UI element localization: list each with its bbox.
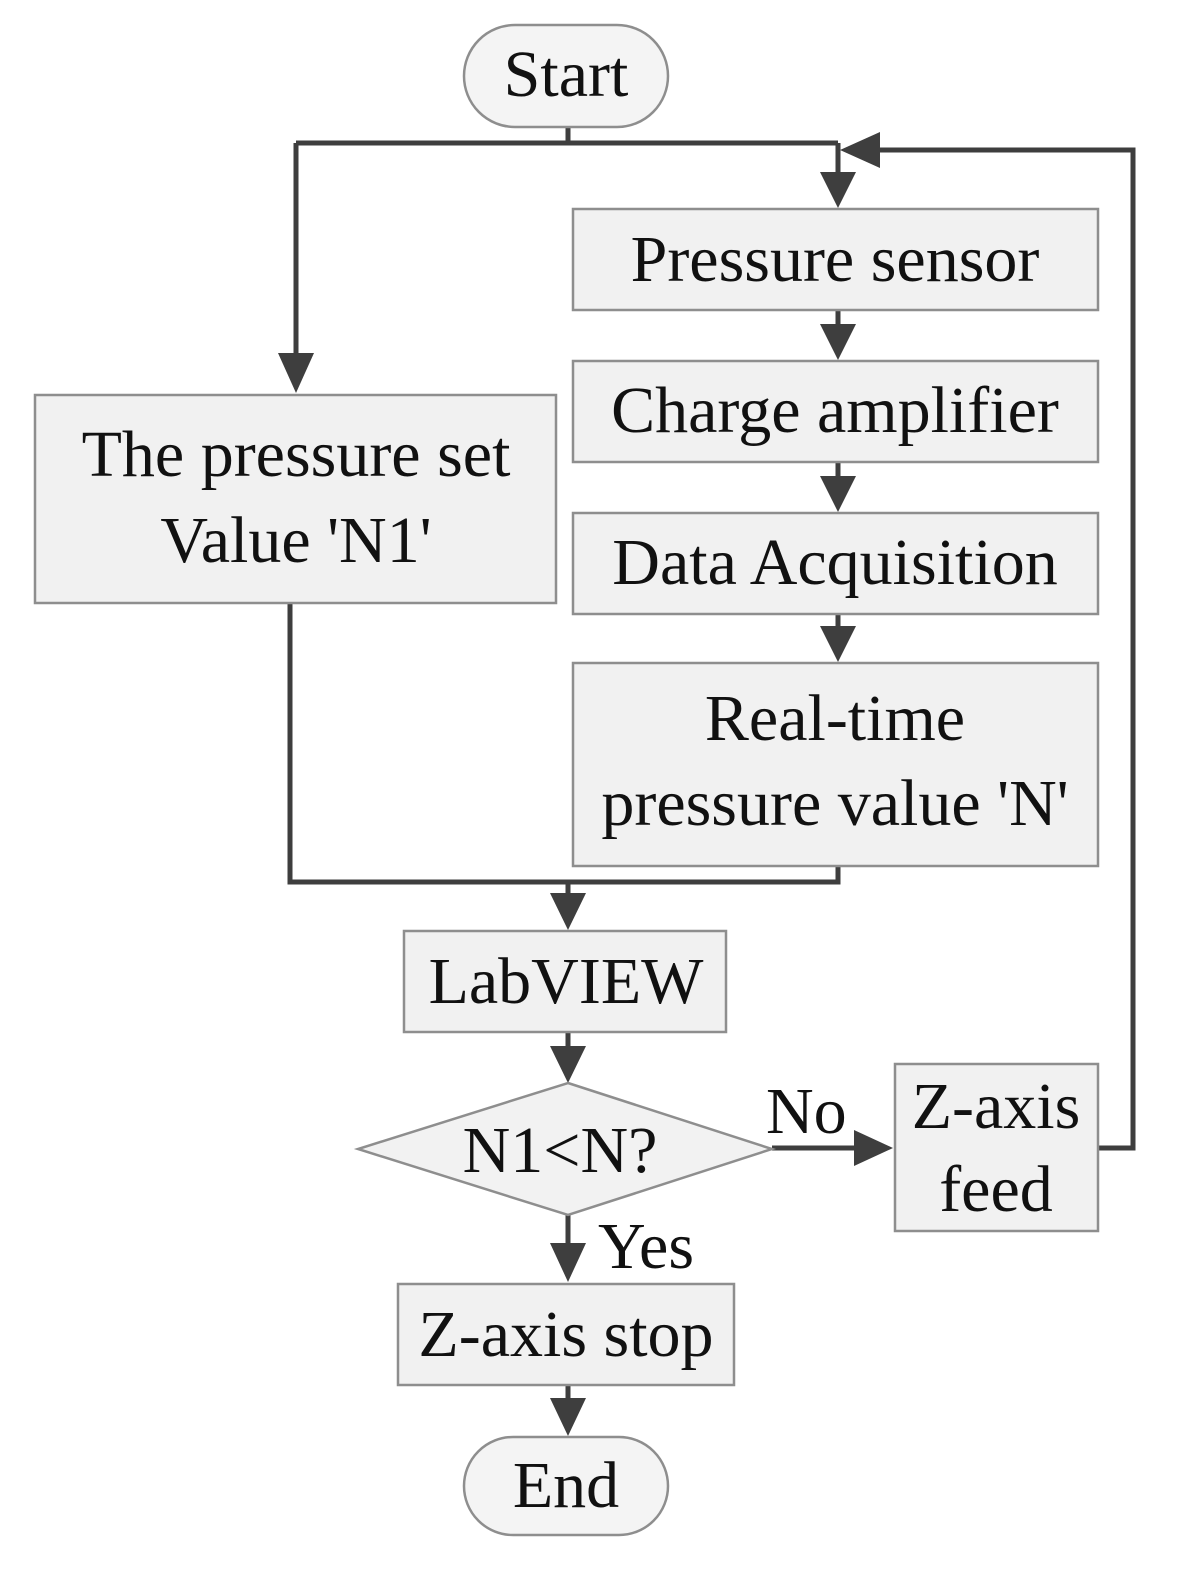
arrowhead-pressure-sensor	[820, 172, 856, 208]
realtime-pressure-box	[571, 661, 1100, 868]
no-label: No	[766, 1075, 847, 1148]
z-axis-feed-label-line2: feed	[939, 1153, 1053, 1226]
connector-feedback-loop	[872, 147, 1136, 1151]
end-label: End	[513, 1449, 619, 1522]
pressure-sensor-label: Pressure sensor	[631, 223, 1040, 296]
set-value-label-line1: The pressure set	[82, 418, 511, 491]
arrowhead-realtime	[820, 626, 856, 662]
realtime-label-line2: pressure value 'N'	[601, 767, 1068, 840]
charge-amplifier-label: Charge amplifier	[611, 374, 1059, 447]
z-axis-stop-box	[396, 1282, 736, 1387]
arrowhead-set-value	[278, 353, 314, 393]
arrowhead-end	[550, 1398, 586, 1436]
labview-label: LabVIEW	[429, 945, 705, 1018]
arrowhead-labview	[550, 893, 586, 930]
z-axis-feed-label-line1: Z-axis	[912, 1070, 1081, 1143]
arrowhead-decision	[550, 1046, 586, 1083]
data-acquisition-label: Data Acquisition	[612, 526, 1057, 599]
pressure-sensor-box	[571, 207, 1100, 312]
labview-box	[402, 929, 728, 1034]
arrowhead-data-acquisition	[820, 476, 856, 512]
z-axis-stop-label: Z-axis stop	[418, 1298, 713, 1371]
arrowhead-z-axis-stop	[550, 1243, 586, 1282]
z-axis-feed-box	[893, 1062, 1100, 1233]
start-terminal	[462, 23, 670, 129]
arrowhead-charge-amplifier	[820, 324, 856, 360]
charge-amplifier-box	[571, 359, 1100, 464]
data-acquisition-box	[571, 511, 1100, 616]
decision-label: N1<N?	[463, 1114, 658, 1187]
connector-start-split	[296, 127, 838, 146]
yes-label: Yes	[598, 1210, 694, 1283]
realtime-label-line1: Real-time	[705, 682, 965, 755]
arrowhead-feedback-loop	[840, 132, 880, 168]
end-terminal	[462, 1435, 670, 1537]
set-value-label-line2: Value 'N1'	[160, 504, 431, 577]
decision-diamond	[353, 1081, 777, 1217]
arrowhead-z-axis-feed	[854, 1130, 893, 1166]
set-value-box	[33, 393, 558, 605]
start-label: Start	[504, 38, 629, 111]
connector-set-value-merge	[287, 602, 841, 885]
